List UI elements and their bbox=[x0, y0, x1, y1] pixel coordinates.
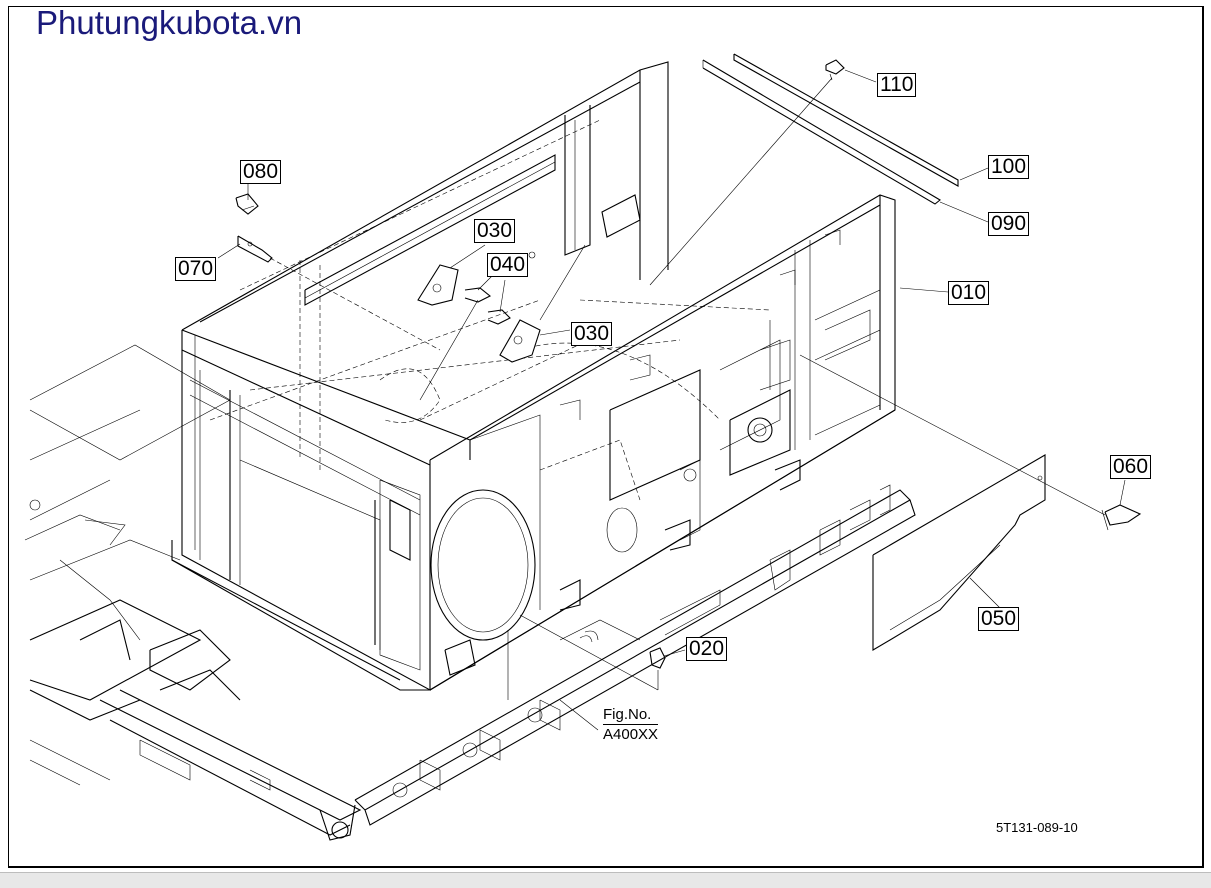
bolt-clip-parts bbox=[235, 193, 273, 263]
bracket-parts bbox=[417, 251, 541, 363]
wing-nut-part bbox=[1101, 504, 1142, 531]
callout-060: 060 bbox=[1110, 455, 1152, 479]
lower-bolt-part bbox=[649, 647, 666, 669]
callout-050: 050 bbox=[978, 607, 1020, 631]
callout-080: 080 bbox=[240, 160, 282, 184]
drawing-frame bbox=[8, 6, 1204, 868]
chassis-frame bbox=[24, 344, 362, 841]
callout-020: 020 bbox=[686, 637, 728, 661]
callout-090: 090 bbox=[988, 212, 1030, 236]
main-housing bbox=[171, 61, 896, 691]
figure-reference-label: Fig.No. bbox=[603, 706, 652, 723]
chassis-rail bbox=[354, 484, 916, 826]
callout-110: 110 bbox=[877, 73, 917, 97]
site-watermark: Phutungkubota.vn bbox=[36, 4, 303, 41]
callout-010: 010 bbox=[948, 281, 990, 305]
leader-lines bbox=[217, 69, 1126, 731]
callout-100: 100 bbox=[988, 155, 1030, 179]
figure-reference-number: A400XX bbox=[603, 724, 659, 743]
figure-reference: Fig.No. A400XX bbox=[603, 706, 659, 744]
window-bottom-strip bbox=[0, 872, 1211, 888]
side-cover-part bbox=[872, 454, 1046, 651]
callout-070: 070 bbox=[175, 257, 217, 281]
seal-strip-parts bbox=[702, 53, 959, 205]
callout-030-lower: 030 bbox=[571, 322, 613, 346]
callout-040: 040 bbox=[487, 253, 529, 277]
drawing-number: 5T131-089-10 bbox=[996, 820, 1078, 835]
callout-030-upper: 030 bbox=[474, 219, 516, 243]
